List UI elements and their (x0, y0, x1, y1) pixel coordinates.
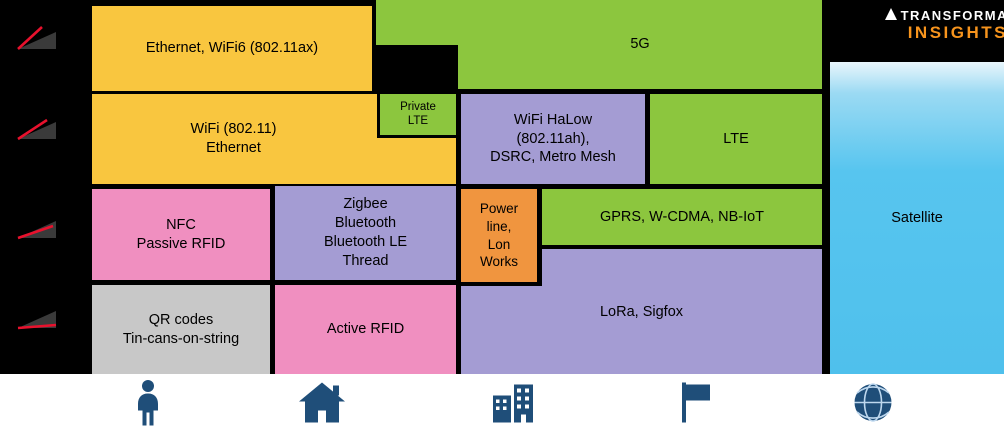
block-lte: LTE (650, 94, 822, 184)
block-zigbee-bluetooth-thread: Zigbee Bluetooth Bluetooth LE Thread (275, 186, 456, 280)
gauge-medium-high-icon (14, 115, 60, 143)
block-active-rfid: Active RFID (275, 285, 456, 374)
transforma-logo-mark-icon (884, 8, 897, 23)
block-label: Ethernet, WiFi6 (802.11ax) (145, 40, 319, 57)
block-lora-sigfox-extension (461, 286, 542, 374)
gauge-medium-low-icon (14, 214, 60, 242)
block-private-lte: Private LTE (377, 94, 456, 138)
globe-icon (853, 383, 893, 428)
block-label: LTE (723, 130, 749, 147)
logo-brand-text: TRANSFORMA (900, 8, 1004, 23)
block-wifi-halow-dsrc: WiFi HaLow (802.11ah), DSRC, Metro Mesh (461, 94, 645, 184)
block-label: WiFi (802.11) Ethernet (190, 121, 277, 156)
block-powerline-lonworks: Power line, Lon Works (461, 189, 537, 282)
person-icon (135, 380, 161, 431)
gauge-low-icon (14, 304, 60, 332)
block-5g: 5G (376, 0, 822, 89)
block-nfc-passive-rfid: NFC Passive RFID (92, 189, 270, 280)
block-label: WiFi HaLow (802.11ah), DSRC, Metro Mesh (490, 111, 616, 166)
logo-insights-text: INSIGHTS (907, 23, 1004, 42)
home-icon (299, 382, 345, 428)
block-label: QR codes Tin-cans-on-string (122, 311, 240, 347)
range-axis (0, 374, 1004, 439)
block-label: Active RFID (326, 321, 405, 338)
logo-brand-row: TRANSFORMA (884, 8, 1004, 23)
block-label: LoRa, Sigfox (599, 303, 684, 320)
block-qr-codes-tin-cans: QR codes Tin-cans-on-string (92, 285, 270, 374)
block-label: Zigbee Bluetooth Bluetooth LE Thread (323, 196, 408, 269)
block-label: 5G (630, 36, 650, 53)
transforma-insights-logo: TRANSFORMA INSIGHTS (884, 8, 1004, 43)
flag-icon (678, 382, 712, 429)
block-label: GPRS, W-CDMA, NB-IoT (599, 208, 765, 225)
block-lora-sigfox (542, 249, 822, 374)
block-label: NFC Passive RFID (136, 216, 226, 252)
gauge-high-icon (14, 25, 60, 53)
block-gprs-wcdma-nbiot: GPRS, W-CDMA, NB-IoT (542, 189, 822, 245)
block-satellite: Satellite (830, 62, 1004, 374)
city-icon (492, 383, 534, 428)
block-ethernet-wifi6: Ethernet, WiFi6 (802.11ax) (92, 6, 372, 91)
block-label: Satellite (891, 209, 943, 226)
block-label: Private LTE (400, 100, 436, 127)
block-label: Power line, Lon Works (479, 201, 519, 270)
